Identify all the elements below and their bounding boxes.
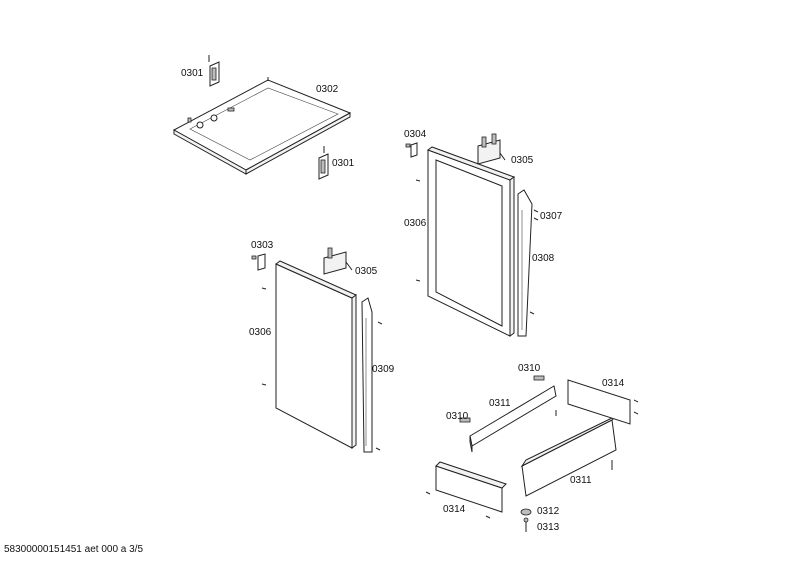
strip-0308 [517,189,539,337]
panel-0306-left [261,260,357,449]
bracket-0301-top [208,55,220,87]
label-0312: 0312 [537,506,560,517]
label-0301-lower: 0301 [332,158,355,169]
label-0311-back: 0311 [570,475,592,486]
top-panel-0302 [172,77,352,175]
label-0309: 0309 [372,364,395,375]
rail-0311-front [469,385,557,453]
label-0314-right: 0314 [602,378,625,389]
frame-0306-right [415,146,516,337]
side-0314-right [567,379,639,425]
bracket-0304 [405,142,418,158]
side-0314-left [425,461,507,519]
label-0310-upper: 0310 [518,363,541,374]
label-0301-top: 0301 [181,68,204,79]
clip-0310-upper [533,375,545,381]
label-0305-upper: 0305 [511,155,534,166]
label-0308: 0308 [532,253,555,264]
hinge-0305-lower [323,247,353,275]
foot-0312 [520,508,532,516]
bracket-0303 [251,253,266,271]
strip-0309 [361,297,383,453]
label-0313: 0313 [537,522,560,533]
label-0311-front: 0311 [489,398,511,409]
label-0305-lower: 0305 [355,266,378,277]
label-0303: 0303 [251,240,274,251]
document-id: 58300000151451 aet 000 a 3/5 [4,544,144,555]
label-0306-lower: 0306 [249,327,272,338]
label-0314-left: 0314 [443,504,466,515]
label-0310-lower: 0310 [446,411,469,422]
label-0306-upper: 0306 [404,218,427,229]
clip-0310-lower [459,417,471,423]
hinge-0305-upper [477,133,506,165]
rail-0311-back [520,415,617,497]
screw-0313 [523,517,529,532]
label-0302: 0302 [316,84,339,95]
label-0304: 0304 [404,129,427,140]
label-0307: 0307 [540,211,563,222]
bracket-0301-bottom [318,146,329,180]
